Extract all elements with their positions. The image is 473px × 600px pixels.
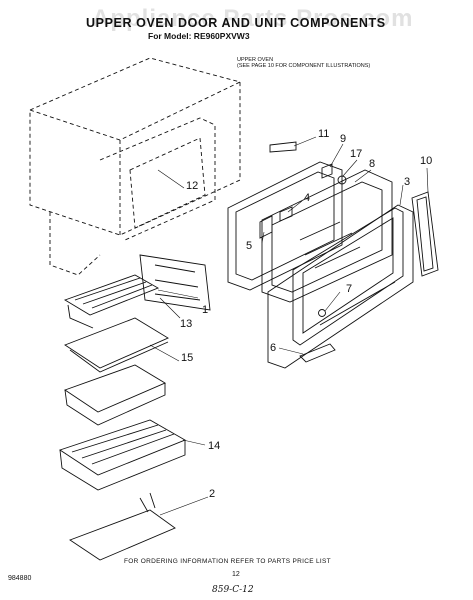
watermark: Appliance Parts Pros.com <box>92 5 414 32</box>
door-liner <box>227 161 343 291</box>
broiler-grid <box>64 317 169 373</box>
upper-oven-note-reference: (SEE PAGE 10 FOR COMPONENT ILLUSTRATIONS… <box>237 63 371 69</box>
door-side-trim <box>411 191 439 277</box>
oven-cavity-dashed <box>29 57 241 276</box>
inner-glass-panel <box>261 169 393 303</box>
callout-8: 8 <box>369 158 376 170</box>
callout-3: 3 <box>404 176 411 188</box>
broiler-pan <box>64 364 166 426</box>
callout-5: 5 <box>246 240 253 252</box>
callout-7: 7 <box>346 283 353 295</box>
handwritten-note: 859-C-12 <box>212 585 254 595</box>
callout-15: 15 <box>181 352 194 364</box>
callout-6: 6 <box>270 342 277 354</box>
page-number: 12 <box>232 571 240 578</box>
ordering-info-note: FOR ORDERING INFORMATION REFER TO PARTS … <box>124 558 331 565</box>
callout-1: 1 <box>202 304 209 316</box>
outer-door-panel <box>267 204 414 369</box>
callout-10: 10 <box>420 155 433 167</box>
callout-leader-lines <box>149 136 429 516</box>
callout-2: 2 <box>209 488 216 500</box>
oven-rack-upper <box>63 274 160 329</box>
callout-12: 12 <box>186 180 199 192</box>
bake-element <box>69 492 176 561</box>
rack-guides <box>139 254 211 311</box>
callout-13: 13 <box>180 318 193 330</box>
callout-9: 9 <box>340 133 347 145</box>
oven-rack-lower <box>58 419 187 491</box>
model-line: For Model: RE960PXVW3 <box>148 31 250 41</box>
page-title: UPPER OVEN DOOR AND UNIT COMPONENTS <box>86 16 386 30</box>
callout-4: 4 <box>304 192 311 204</box>
callout-14: 14 <box>208 440 221 452</box>
upper-oven-note: UPPER OVEN <box>237 57 274 63</box>
small-hardware <box>269 141 347 363</box>
callout-11: 11 <box>318 128 330 140</box>
document-code: 984880 <box>8 575 32 582</box>
callout-17: 17 <box>350 148 363 160</box>
